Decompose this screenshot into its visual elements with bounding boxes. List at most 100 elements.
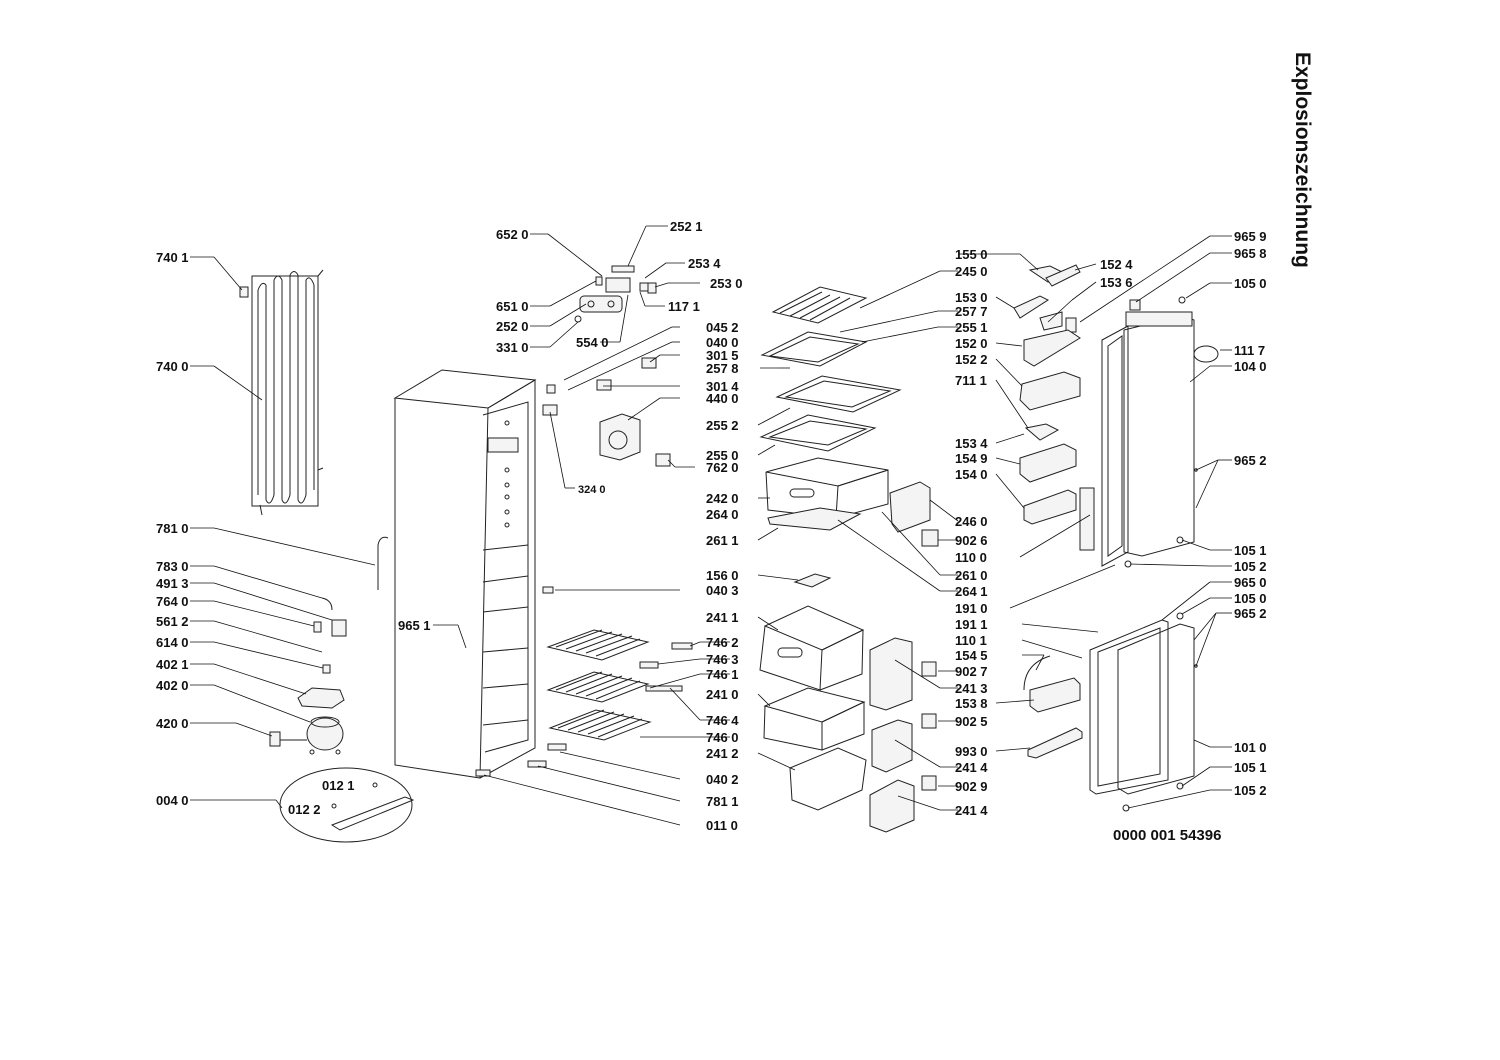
part-label-156-0: 156 0	[706, 568, 739, 583]
part-label-154-9: 154 9	[955, 451, 988, 466]
part-label-012-1: 012 1	[322, 778, 355, 793]
part-label-011-0: 011 0	[706, 818, 738, 833]
part-label-651-0: 651 0	[496, 299, 529, 314]
part-label-762-0: 762 0	[706, 460, 739, 475]
part-label-241-0: 241 0	[706, 687, 739, 702]
compressor-assembly	[269, 687, 345, 755]
freezer-drawers	[759, 605, 937, 833]
part-label-153-4: 153 4	[955, 436, 988, 451]
part-label-324-0: 324 0	[578, 484, 606, 496]
part-label-152-2: 152 2	[955, 352, 988, 367]
part-label-902-9: 902 9	[955, 779, 988, 794]
part-label-491-3: 491 3	[156, 576, 189, 591]
part-label-764-0: 764 0	[156, 594, 189, 609]
part-label-045-2: 045 2	[706, 320, 739, 335]
part-label-440-0: 440 0	[706, 391, 739, 406]
part-label-561-2: 561 2	[156, 614, 189, 629]
part-label-402-0: 402 0	[156, 678, 189, 693]
part-label-261-0: 261 0	[955, 568, 988, 583]
part-label-241-3: 241 3	[955, 681, 988, 696]
part-label-264-1: 264 1	[955, 584, 988, 599]
part-label-965-0: 965 0	[1234, 575, 1267, 590]
crisper-drawer-upper	[765, 457, 939, 547]
part-label-255-2: 255 2	[706, 418, 739, 433]
part-label-241-4-upper: 241 4	[955, 760, 988, 775]
document-number: 0000 001 54396	[1113, 827, 1221, 844]
part-label-153-8: 153 8	[955, 696, 988, 711]
part-label-153-6: 153 6	[1100, 275, 1133, 290]
drain-tube-parts	[313, 536, 389, 674]
part-label-105-0-lower: 105 0	[1234, 591, 1267, 606]
part-label-554-0: 554 0	[576, 335, 609, 350]
lower-door	[1089, 468, 1198, 812]
part-label-402-1: 402 1	[156, 657, 189, 672]
part-label-965-9: 965 9	[1234, 229, 1267, 244]
thermostat-housing	[574, 265, 657, 323]
part-label-331-0: 331 0	[496, 340, 529, 355]
part-label-781-0: 781 0	[156, 521, 189, 536]
part-label-152-0: 152 0	[955, 336, 988, 351]
part-label-257-7: 257 7	[955, 304, 988, 319]
part-label-242-0: 242 0	[706, 491, 739, 506]
part-label-154-5: 154 5	[955, 648, 988, 663]
part-label-652-0: 652 0	[496, 227, 529, 242]
part-label-040-0: 040 0	[706, 335, 739, 350]
part-label-241-4-lower: 241 4	[955, 803, 988, 818]
part-label-965-8: 965 8	[1234, 246, 1267, 261]
part-label-746-1: 746 1	[706, 667, 739, 682]
part-label-155-0: 155 0	[955, 247, 988, 262]
part-label-104-0: 104 0	[1234, 359, 1267, 374]
part-label-105-1-lower: 105 1	[1234, 760, 1267, 775]
part-label-241-2: 241 2	[706, 746, 739, 761]
part-label-965-1: 965 1	[398, 618, 431, 633]
part-label-965-2-lower: 965 2	[1234, 606, 1267, 621]
part-label-614-0: 614 0	[156, 635, 189, 650]
part-label-902-5: 902 5	[955, 714, 988, 729]
part-label-040-3: 040 3	[706, 583, 739, 598]
part-label-253-0: 253 0	[710, 276, 743, 291]
part-label-012-2: 012 2	[288, 802, 321, 817]
part-label-301-4: 301 4	[706, 379, 739, 394]
part-label-191-0: 191 0	[955, 601, 988, 616]
fan-assembly	[542, 357, 671, 594]
part-label-105-1-upper: 105 1	[1234, 543, 1267, 558]
refrigerator-shelves	[759, 286, 902, 452]
part-label-902-7: 902 7	[955, 664, 988, 679]
part-label-781-1: 781 1	[706, 794, 739, 809]
part-label-255-1: 255 1	[955, 320, 988, 335]
part-label-264-0: 264 0	[706, 507, 739, 522]
part-label-105-2-lower: 105 2	[1234, 783, 1267, 798]
part-label-255-0: 255 0	[706, 448, 739, 463]
part-label-783-0: 783 0	[156, 559, 189, 574]
part-label-993-0: 993 0	[955, 744, 988, 759]
diagram-title: Explosionszeichnung	[1291, 52, 1314, 268]
part-label-965-2-upper: 965 2	[1234, 453, 1267, 468]
part-label-152-4: 152 4	[1100, 257, 1133, 272]
leader-lines	[190, 225, 1232, 826]
part-label-746-2: 746 2	[706, 635, 739, 650]
part-label-902-6: 902 6	[955, 533, 988, 548]
part-label-746-4: 746 4	[706, 713, 739, 728]
door-balconies	[1013, 264, 1141, 759]
freezer-evaporator-racks	[527, 573, 832, 768]
part-label-252-1: 252 1	[670, 219, 703, 234]
refrigerator-cabinet	[393, 369, 537, 779]
condenser-coil	[239, 269, 324, 516]
part-label-105-0-upper: 105 0	[1234, 276, 1267, 291]
part-label-246-0: 246 0	[955, 514, 988, 529]
part-label-004-0: 004 0	[156, 793, 189, 808]
part-label-740-0: 740 0	[156, 359, 189, 374]
part-label-241-1: 241 1	[706, 610, 739, 625]
part-label-117-1: 117 1	[668, 299, 700, 314]
part-label-420-0: 420 0	[156, 716, 189, 731]
part-label-191-1: 191 1	[955, 617, 988, 632]
part-label-245-0: 245 0	[955, 264, 988, 279]
part-label-101-0: 101 0	[1234, 740, 1267, 755]
part-labels: 740 1 740 0 781 0 783 0 491 3 764 0 561 …	[156, 219, 1267, 833]
part-label-301-5: 301 5	[706, 348, 739, 363]
part-label-746-0: 746 0	[706, 730, 739, 745]
part-label-153-0: 153 0	[955, 290, 988, 305]
part-label-746-3: 746 3	[706, 652, 739, 667]
part-label-040-2: 040 2	[706, 772, 739, 787]
